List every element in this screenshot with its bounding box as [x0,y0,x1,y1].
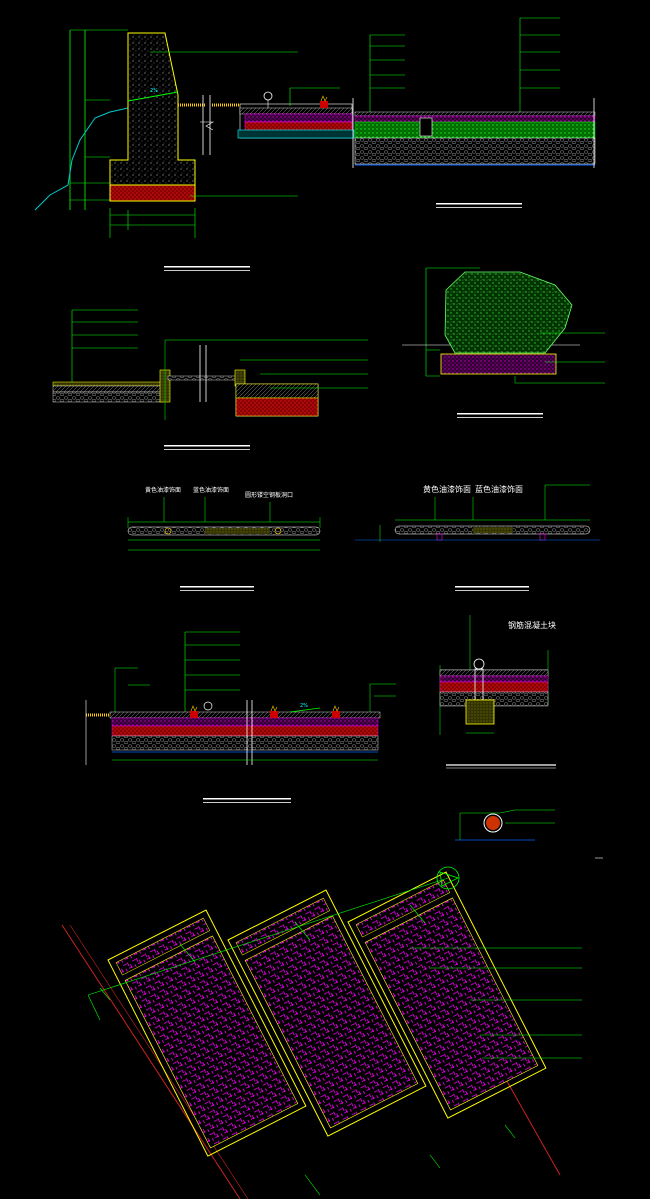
pipe-detail [455,809,603,859]
paving-segment-small [237,87,355,139]
curb-drain-section [52,309,368,450]
label-yellow-paint-a: 黄色油漆饰面 [145,487,182,494]
bollard-detail-section [439,615,556,769]
paving-strip-a [127,497,321,591]
grass-bed-section [352,17,596,208]
label-concrete-block: 钢筋混凝土块 [508,621,556,630]
retaining-wall-section: 2% [34,29,298,271]
slope-label-long: 2% [300,703,308,709]
slope-label-wall: 2% [150,88,158,94]
paving-plan [61,866,582,1199]
long-paving-section: 2% [85,631,396,803]
label-blue-paint-b: 蓝色油漆饰面 [475,485,523,494]
label-yellow-paint-b: 黄色油漆饰面 [423,485,471,494]
paving-strip-b [355,484,600,591]
label-round-steel-hole: 圆形镂空钢板洞口 [245,492,294,499]
label-blue-paint-a: 蓝色油漆饰面 [193,487,230,494]
feature-rock-section [402,267,605,418]
